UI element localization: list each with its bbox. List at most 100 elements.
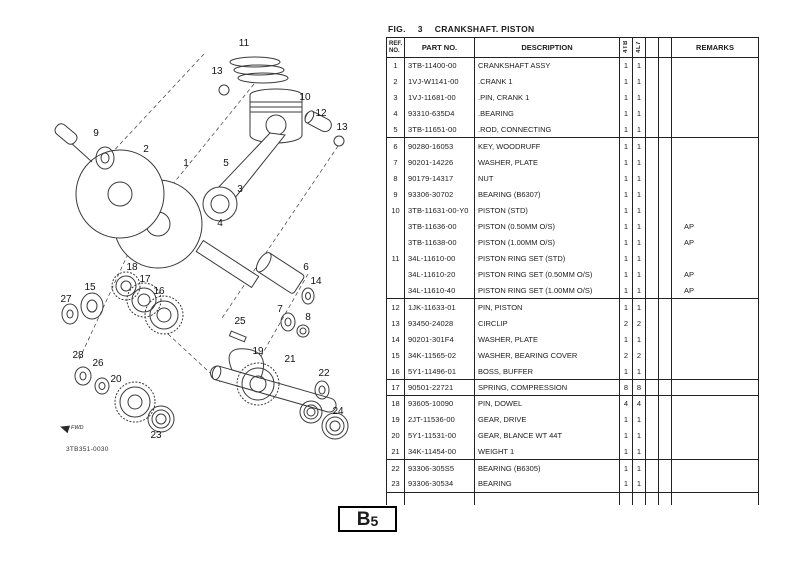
qty-cell-model-1: 4 — [619, 394, 633, 412]
ref-no-cell: 10 — [386, 202, 405, 219]
washer-27 — [61, 303, 79, 325]
qty-cell-spare-1 — [645, 137, 659, 155]
callout-label-22: 22 — [318, 368, 330, 379]
qty-cell-model-1: 1 — [619, 89, 633, 106]
fig-name: CRANKSHAFT. PISTON — [434, 24, 535, 34]
description-cell: PISTON (0.50MM O/S) — [474, 218, 620, 235]
woodruff-key — [228, 330, 247, 343]
qty-cell-spare-2 — [658, 443, 672, 460]
description-cell — [474, 491, 620, 506]
description-cell: PISTON RING SET (STD) — [474, 250, 620, 267]
page-code-letter: B — [356, 508, 371, 530]
table-row: 13 93450-24028 CIRCLIP 2 2 — [386, 315, 759, 332]
qty-cell-model-1: 2 — [619, 315, 633, 332]
qty-cell-spare-1 — [645, 57, 659, 74]
callout-label-13: 13 — [211, 66, 223, 77]
callout-label-10: 10 — [299, 92, 311, 103]
ref-no-cell: 19 — [386, 411, 405, 428]
description-cell: .BEARING — [474, 105, 620, 122]
qty-cell-spare-1 — [645, 491, 659, 506]
fwd-arrow-icon: FWD — [58, 422, 84, 434]
qty-cell-spare-1 — [645, 202, 659, 219]
ref-no-cell: 6 — [386, 137, 405, 155]
col-header-model-2: 4L7 — [632, 37, 646, 58]
bearing-24 — [321, 412, 349, 440]
qty-cell-spare-2 — [658, 137, 672, 155]
part-no-cell: 93450-24028 — [404, 315, 475, 332]
gear-stack — [111, 271, 184, 335]
table-row: 11 34L-11610-00 PISTON RING SET (STD) 1 … — [386, 250, 759, 267]
description-cell: WASHER, PLATE — [474, 331, 620, 348]
qty-cell-model-1: 1 — [619, 57, 633, 74]
description-cell: BEARING (B6307) — [474, 186, 620, 203]
ref-no-cell: 13 — [386, 315, 405, 332]
table-row: 19 2JT-11536-00 GEAR, DRIVE 1 1 — [386, 411, 759, 428]
bearing-23 — [147, 405, 175, 433]
qty-cell-model-2: 1 — [632, 411, 646, 428]
qty-cell-model-2: 8 — [632, 378, 646, 396]
callout-label-18: 18 — [126, 262, 138, 273]
qty-cell-spare-2 — [658, 363, 672, 380]
remarks-cell — [671, 89, 759, 106]
callout-label-23: 23 — [150, 430, 162, 441]
remarks-cell — [671, 411, 759, 428]
callout-label-17: 17 — [139, 274, 151, 285]
description-cell: BEARING (B6305) — [474, 459, 620, 476]
qty-cell-model-2: 1 — [632, 298, 646, 315]
qty-cell-model-1: 1 — [619, 298, 633, 315]
remarks-cell — [671, 186, 759, 203]
page-code-badge: B 5 — [338, 506, 397, 532]
ref-no-cell: 3 — [386, 89, 405, 106]
part-no-cell: 93310-635D4 — [404, 105, 475, 122]
qty-cell-model-1: 2 — [619, 347, 633, 364]
ref-no-cell: 18 — [386, 394, 405, 412]
balance-gear-20 — [114, 381, 156, 423]
ref-no-cell: 22 — [386, 459, 405, 476]
qty-cell-model-1: 1 — [619, 266, 633, 283]
qty-cell-model-2: 1 — [632, 73, 646, 90]
washer-15 — [80, 292, 104, 320]
qty-cell-spare-1 — [645, 170, 659, 187]
part-no-cell: 5Y1-11531-00 — [404, 427, 475, 444]
qty-cell-spare-1 — [645, 266, 659, 283]
remarks-cell — [671, 121, 759, 138]
qty-cell-model-1: 1 — [619, 218, 633, 235]
callout-label-13: 13 — [336, 122, 348, 133]
ref-no-cell: 5 — [386, 121, 405, 138]
callout-label-7: 7 — [277, 304, 283, 315]
callout-label-16: 16 — [153, 286, 165, 297]
qty-cell-model-1: 1 — [619, 411, 633, 428]
ref-no-cell: 2 — [386, 73, 405, 90]
remarks-cell — [671, 459, 759, 476]
bearing-small — [299, 400, 323, 424]
qty-cell-spare-1 — [645, 218, 659, 235]
qty-cell-model-1 — [619, 491, 633, 506]
table-row: 4 93310-635D4 .BEARING 1 1 — [386, 105, 759, 122]
qty-cell-spare-2 — [658, 459, 672, 476]
qty-cell-model-2: 1 — [632, 266, 646, 283]
qty-cell-model-1: 1 — [619, 170, 633, 187]
qty-cell-spare-1 — [645, 105, 659, 122]
table-row: 34L-11610-40 PISTON RING SET (1.00MM O/S… — [386, 282, 759, 299]
qty-cell-spare-1 — [645, 331, 659, 348]
qty-cell-spare-2 — [658, 170, 672, 187]
ref-no-cell: 15 — [386, 347, 405, 364]
qty-cell-spare-1 — [645, 154, 659, 171]
remarks-cell — [671, 427, 759, 444]
qty-cell-spare-2 — [658, 282, 672, 299]
qty-cell-spare-2 — [658, 411, 672, 428]
table-row: 21 34K-11454-00 WEIGHT 1 1 1 — [386, 443, 759, 460]
part-no-cell: 1VJ-11681-00 — [404, 89, 475, 106]
callout-label-9: 9 — [93, 128, 99, 139]
description-cell: BEARING — [474, 475, 620, 493]
ref-no-cell: 11 — [386, 250, 405, 267]
qty-cell-spare-1 — [645, 250, 659, 267]
part-no-cell: 90179-14317 — [404, 170, 475, 187]
table-row: 5 3TB-11651-00 .ROD, CONNECTING 1 1 — [386, 121, 759, 138]
qty-cell-spare-1 — [645, 459, 659, 476]
qty-cell-spare-2 — [658, 250, 672, 267]
qty-cell-spare-2 — [658, 427, 672, 444]
callout-label-15: 15 — [84, 282, 96, 293]
table-row: 3TB-11636-00 PISTON (0.50MM O/S) 1 1 AP — [386, 218, 759, 235]
qty-cell-model-1: 1 — [619, 331, 633, 348]
